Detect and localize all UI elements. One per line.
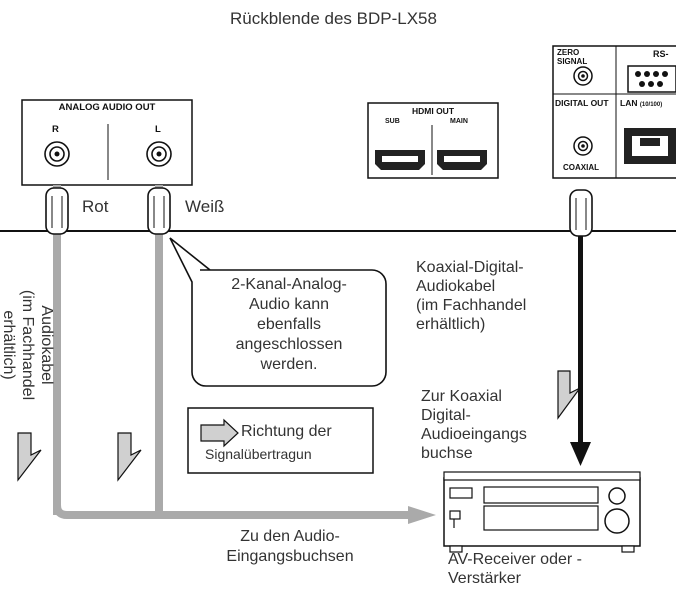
cable-arrowhead [408,506,436,524]
coax-arrowhead [570,442,591,466]
down-arrow-left-2 [117,432,142,482]
down-arrow-left-1 [17,432,42,482]
jack-l [146,141,172,167]
digital-out-label: DIGITAL OUT [555,98,609,108]
coax-cable-label: Koaxial-Digital- Audiokabel (im Fachhand… [416,259,527,333]
cable-white [155,185,163,515]
hdmi-sub-label: SUB [385,118,400,125]
zero-signal-2: SIGNAL [557,57,588,66]
callout-text: 2-Kanal-Analog- Audio kann ebenfalls ang… [231,276,347,373]
coax-input-label: Zur Koaxial Digital- Audioeingangs buchs… [421,388,527,462]
audio-inputs-label: Zu den Audio- Eingangsbuchsen [226,528,354,565]
hdmi-main-label: MAIN [450,118,468,125]
receiver-label: AV-Receiver oder - Verstärker [448,551,582,587]
plug-red [45,187,69,235]
label-weiss: Weiß [185,197,225,216]
lan-label: LAN (10/100) [620,98,663,108]
rs232-port [627,65,676,93]
coaxial-label: COAXIAL [563,163,599,172]
callout-bubble [169,237,387,387]
cable-bottom [53,504,410,519]
cable-red [53,185,61,515]
label-rot: Rot [82,197,109,216]
down-arrow-right [557,370,581,420]
legend-arrow [200,418,239,448]
hdmi-heading: HDMI OUT [411,106,455,116]
zero-signal-1: ZERO [557,48,580,57]
page-title: Rückblende des BDP-LX58 [230,9,437,28]
legend-line-1: Richtung der [241,423,332,440]
rs-label: RS- [653,49,669,59]
jack-r [44,141,70,167]
plug-coax [569,189,593,237]
label-l: L [155,124,161,135]
label-r: R [52,124,59,135]
cable-coax [578,230,583,445]
legend-line-2: Signalübertragun [205,446,312,462]
audio-cable-label: Audiokabel (im Fachhandel erhältlich) [0,289,55,401]
analog-heading: ANALOG AUDIO OUT [58,102,156,113]
plug-white [147,187,171,235]
